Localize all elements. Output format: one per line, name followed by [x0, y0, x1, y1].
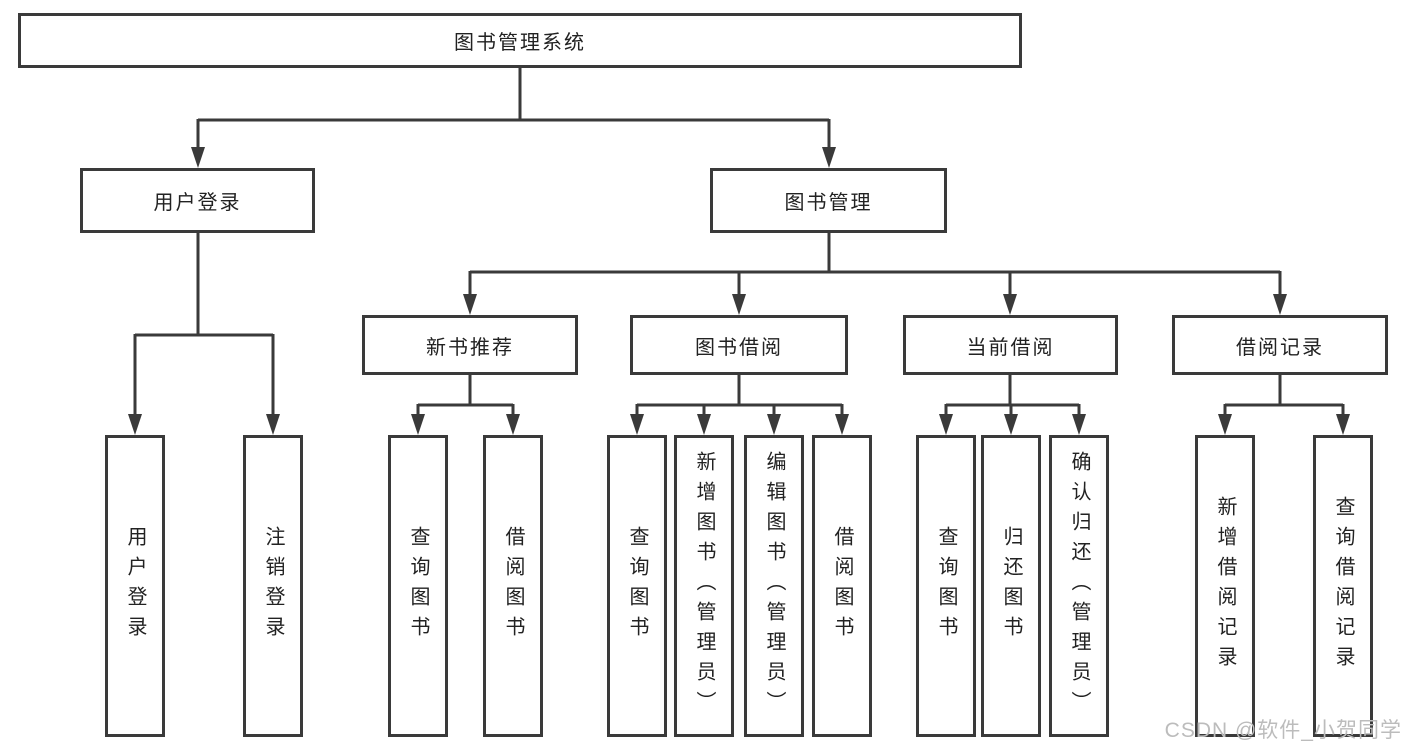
leaf-label: 查询图书 [407, 526, 429, 646]
leaf-label: 借阅图书 [831, 526, 853, 646]
leaf-query-books: 查询图书 [607, 435, 667, 737]
leaf-label: 查询借阅记录 [1332, 496, 1354, 676]
leaf-edit-books-admin: 编辑图书（管理员） [744, 435, 804, 737]
leaf-label: 归还图书 [1000, 526, 1022, 646]
node-user-login: 用户登录 [80, 168, 315, 233]
node-book-management: 图书管理 [710, 168, 947, 233]
leaf-borrow-books: 借阅图书 [483, 435, 543, 737]
leaf-label: 确认归还（管理员） [1068, 451, 1090, 721]
leaf-label: 新增图书（管理员） [693, 451, 715, 721]
leaf-query-books: 查询图书 [388, 435, 448, 737]
leaf-label: 查询图书 [935, 526, 957, 646]
leaf-label: 编辑图书（管理员） [763, 451, 785, 721]
leaf-user-login: 用户登录 [105, 435, 165, 737]
csdn-watermark: CSDN @软件_小贺同学 [1164, 719, 1402, 742]
leaf-label: 查询图书 [626, 526, 648, 646]
node-borrow-records: 借阅记录 [1172, 315, 1388, 375]
leaf-label: 用户登录 [124, 526, 146, 646]
node-new-book-recommend: 新书推荐 [362, 315, 578, 375]
leaf-add-borrow-record: 新增借阅记录 [1195, 435, 1255, 737]
leaf-return-books: 归还图书 [981, 435, 1041, 737]
node-book-borrowing: 图书借阅 [630, 315, 848, 375]
leaf-logout: 注销登录 [243, 435, 303, 737]
leaf-label: 注销登录 [262, 526, 284, 646]
leaf-query-borrow-record: 查询借阅记录 [1313, 435, 1373, 737]
leaf-label: 新增借阅记录 [1214, 496, 1236, 676]
leaf-confirm-return-admin: 确认归还（管理员） [1049, 435, 1109, 737]
leaf-label: 借阅图书 [502, 526, 524, 646]
node-library-system: 图书管理系统 [18, 13, 1022, 68]
arrowheads [128, 147, 1350, 435]
leaf-borrow-books: 借阅图书 [812, 435, 872, 737]
leaf-add-books-admin: 新增图书（管理员） [674, 435, 734, 737]
node-current-borrowing: 当前借阅 [903, 315, 1118, 375]
leaf-query-books: 查询图书 [916, 435, 976, 737]
